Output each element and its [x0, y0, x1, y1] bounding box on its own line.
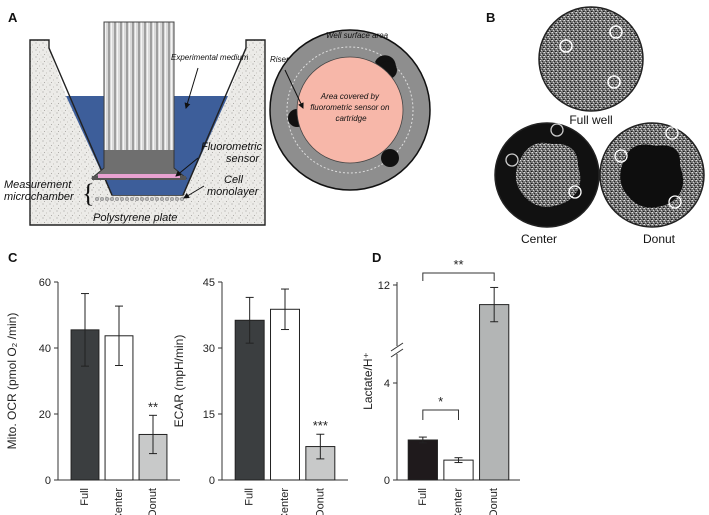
y-tick-label: 45	[203, 277, 215, 289]
x-tick-label-full: Full	[417, 488, 429, 506]
axis-break-gap	[390, 346, 404, 354]
label-center: Center	[521, 232, 557, 246]
bar-center	[104, 335, 134, 481]
y-axis-label: Mito. OCR (pmol O₂ /min)	[5, 313, 19, 450]
label-donut: Donut	[643, 232, 676, 246]
well-top-view	[269, 29, 431, 191]
axis-break-mark	[390, 342, 404, 352]
bar-center	[443, 459, 474, 481]
x-tick-label-donut: Donut	[488, 488, 500, 515]
x-tick-label-center: Center	[279, 488, 291, 515]
x-tick-label-full: Full	[79, 488, 91, 506]
sensor-area	[296, 56, 404, 164]
label-area-covered: Area covered by fluorometric sensor on c…	[310, 92, 391, 123]
y-tick-label: 20	[39, 409, 51, 421]
bar-center	[270, 308, 300, 481]
bracket-label: *	[438, 394, 443, 409]
y-tick-label: 40	[39, 343, 51, 355]
bracket-label: **	[453, 257, 463, 272]
y-tick-label: 0	[45, 475, 51, 487]
label-well-surface-area: Well surface area	[326, 31, 389, 40]
micrograph-center	[494, 122, 600, 228]
significance-label: ***	[313, 418, 328, 433]
y-tick-label: 15	[203, 409, 215, 421]
panel-label-b: B	[486, 10, 495, 25]
y-axis-label: Lactate/H⁺	[361, 352, 375, 410]
micrograph-donut	[599, 122, 705, 228]
x-tick-label-donut: Donut	[147, 488, 159, 515]
y-tick-label: 30	[203, 343, 215, 355]
fluorometric-sensor-strip	[98, 174, 180, 178]
significance-bracket	[422, 272, 495, 281]
well-schematic	[29, 21, 266, 226]
x-tick-label-donut: Donut	[314, 488, 326, 515]
label-riser: Riser	[270, 55, 289, 64]
y-tick-label: 12	[378, 280, 390, 292]
y-tick-label: 0	[384, 475, 390, 487]
significance-bracket	[422, 409, 459, 420]
bar-donut	[479, 304, 510, 481]
y-tick-label: 4	[384, 378, 390, 390]
significance-label: **	[148, 399, 158, 414]
bar-full	[407, 439, 438, 481]
label-full-well: Full well	[569, 113, 612, 127]
x-tick-label-center: Center	[453, 488, 465, 515]
svg-text:{: {	[82, 179, 94, 208]
axis-break-mark	[390, 348, 404, 358]
y-tick-label: 0	[209, 475, 215, 487]
panel-label-a: A	[8, 10, 18, 25]
bar-full	[234, 319, 265, 481]
label-experimental-medium: Experimental medium	[171, 53, 249, 62]
x-tick-label-full: Full	[244, 488, 256, 506]
panel-label-d: D	[372, 250, 381, 265]
panel-label-c: C	[8, 250, 18, 265]
y-tick-label: 60	[39, 277, 51, 289]
label-polystyrene-plate: Polystyrene plate	[93, 212, 177, 224]
micrograph-full-well	[538, 6, 644, 112]
x-tick-label-center: Center	[113, 488, 125, 515]
y-axis-label: ECAR (mpH/min)	[172, 335, 186, 428]
